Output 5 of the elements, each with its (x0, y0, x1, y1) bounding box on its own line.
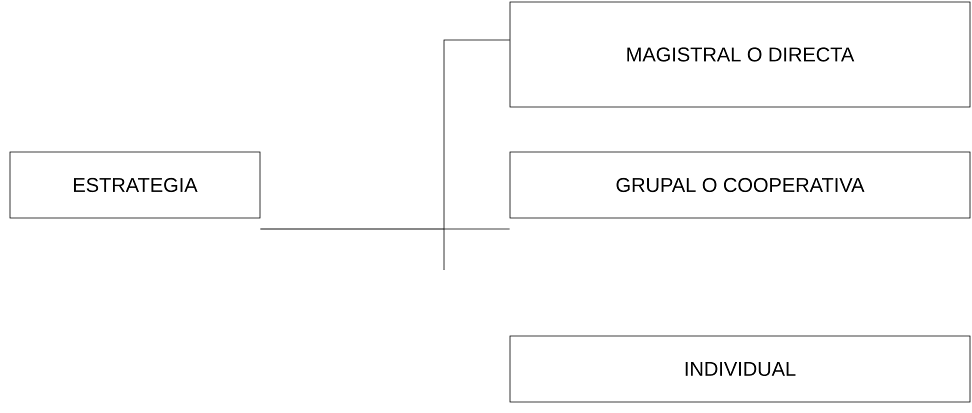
box: ESTRATEGIA (10, 152, 260, 218)
connector-line (260, 228, 510, 230)
box: MAGISTRAL O DIRECTA (510, 2, 970, 108)
box: INDIVIDUAL (510, 336, 970, 402)
box: GRUPAL O COOPERATIVA (510, 152, 970, 218)
